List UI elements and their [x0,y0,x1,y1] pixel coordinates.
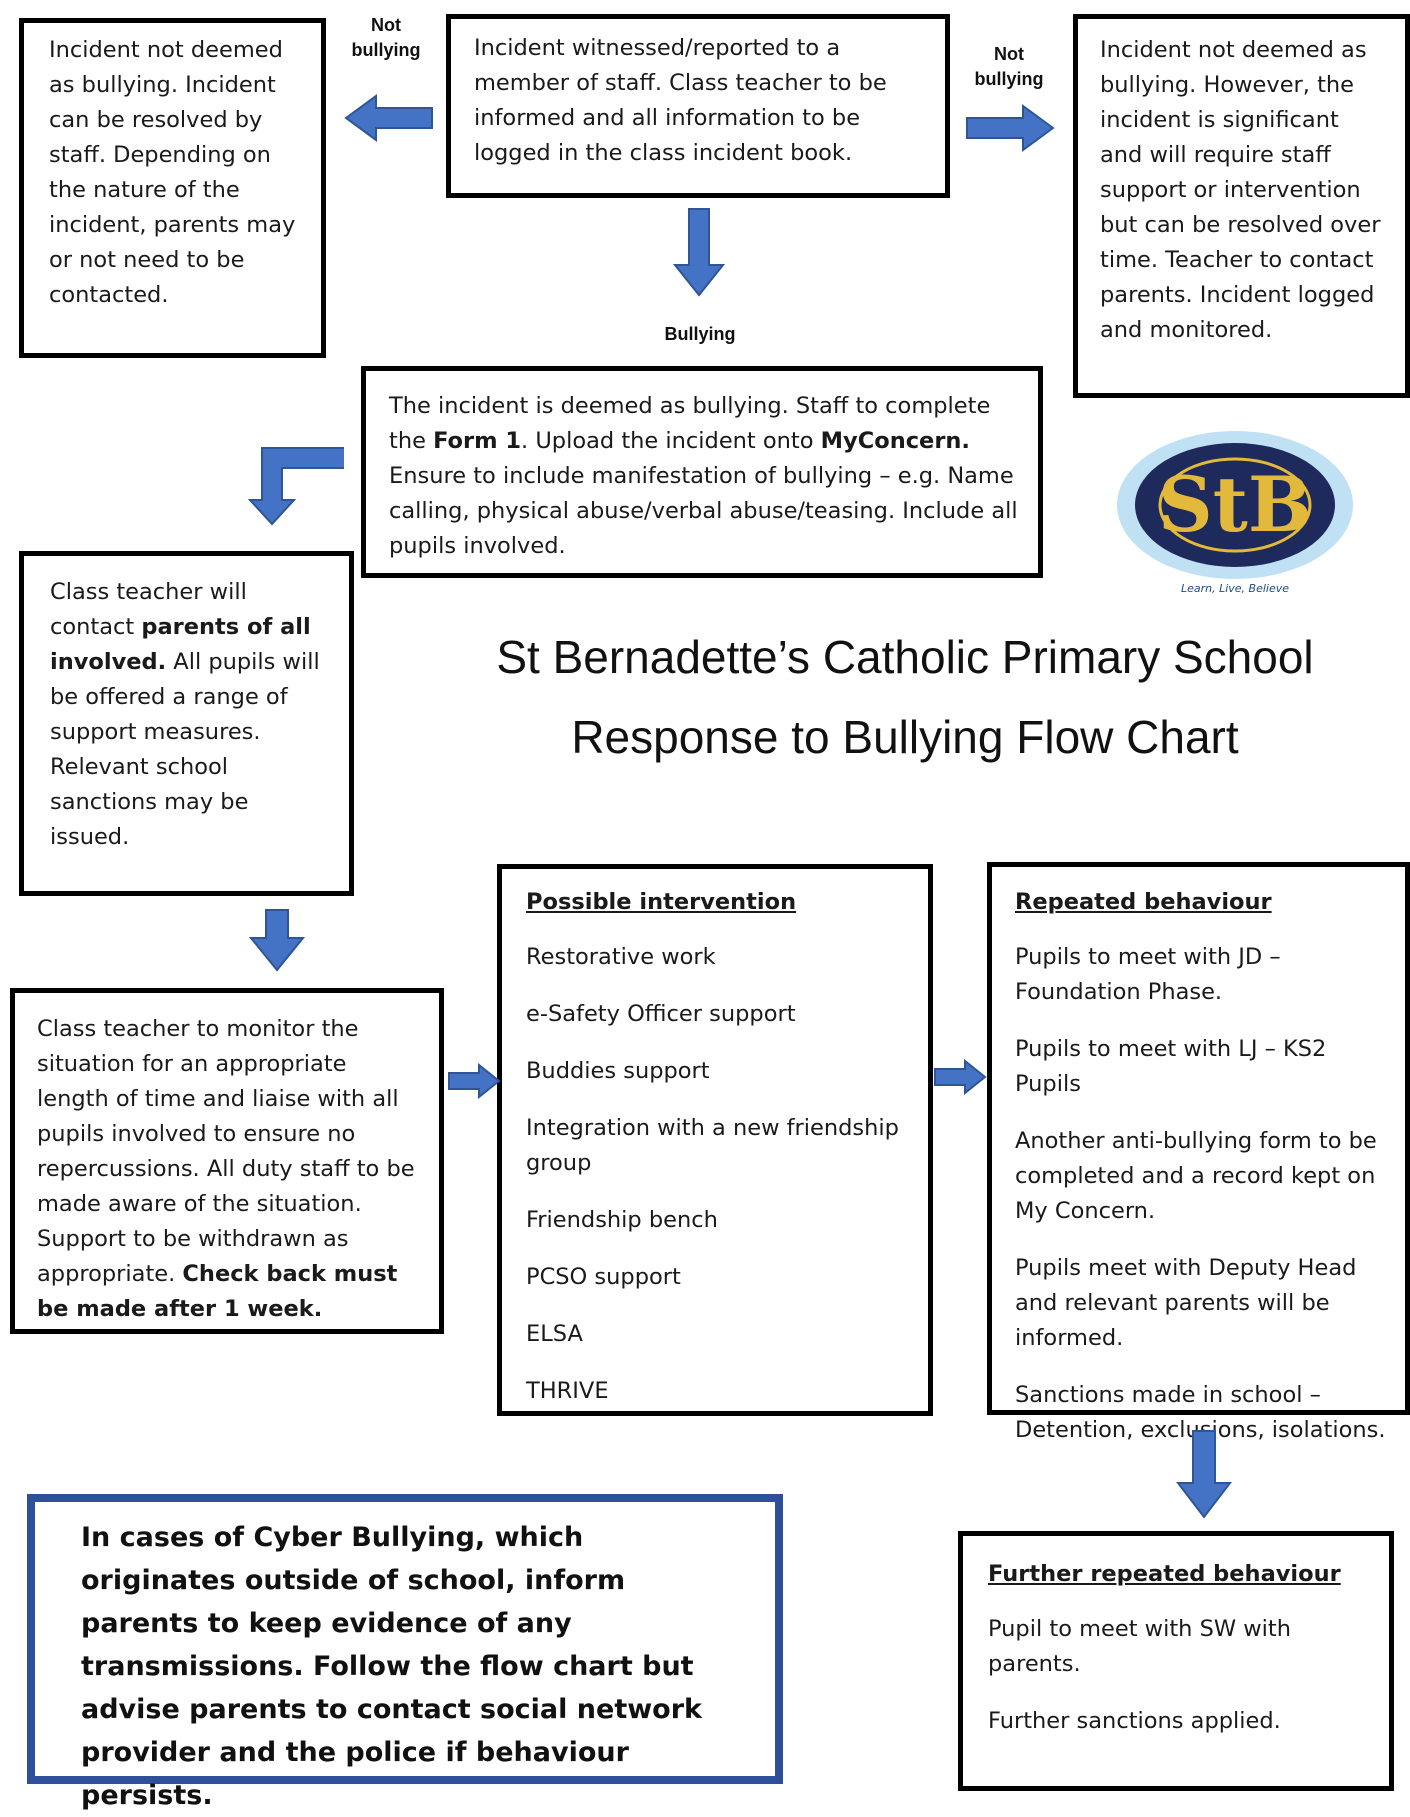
possible-intervention-box: Possible intervention Restorative work e… [497,864,933,1416]
label-not-bullying-right: Not bullying [974,44,1044,89]
intervention-item: Integration with a new friendship group [526,1115,899,1176]
incident-reported-box: Incident witnessed/reported to a member … [446,14,950,198]
school-logo: StB Learn, Live, Believe [1117,431,1353,595]
bullying-confirmed-box: The incident is deemed as bullying. Staf… [361,366,1043,578]
cyber-bullying-note: In cases of Cyber Bullying, which origin… [27,1494,783,1811]
repeated-item: Pupils meet with Deputy Head and relevan… [1015,1255,1357,1351]
repeated-heading: Repeated behaviour [1015,889,1272,915]
intervention-item: e-Safety Officer support [526,1001,796,1027]
label-bullying: Bullying [664,324,736,344]
repeated-item: Sanctions made in school – Detention, ex… [1015,1382,1386,1443]
arrow-right-repeated [934,1059,987,1095]
repeated-item: Another anti-bullying form to be complet… [1015,1128,1377,1224]
logo-letters: StB [1158,460,1312,549]
arrow-down-further [1176,1430,1232,1519]
intervention-item: ELSA [526,1321,583,1347]
intervention-item: PCSO support [526,1264,681,1290]
intervention-item: Restorative work [526,944,716,970]
intervention-item: Buddies support [526,1058,710,1084]
page-subtitle: Response to Bullying Flow Chart [571,711,1239,763]
arrow-down-bullying [673,208,725,297]
logo-motto: Learn, Live, Believe [1181,582,1289,595]
monitor-situation-box: Class teacher to monitor the situation f… [10,988,444,1334]
further-heading: Further repeated behaviour [988,1561,1341,1587]
arrow-right-intervention [448,1063,501,1099]
arrow-right-not-bullying [966,104,1055,152]
further-item: Further sanctions applied. [988,1708,1281,1734]
repeated-behaviour-box: Repeated behaviour Pupils to meet with J… [987,862,1410,1443]
intervention-item: THRIVE [526,1378,609,1404]
not-bullying-significant-box: Incident not deemed as bullying. However… [1073,14,1410,398]
contact-parents-box: Class teacher will contact parents of al… [19,551,354,896]
intervention-heading: Possible intervention [526,889,797,915]
label-not-bullying-left: Not bullying [351,15,421,60]
not-bullying-resolved-box: Incident not deemed as bullying. Inciden… [19,18,326,358]
further-repeated-behaviour-box: Further repeated behaviour Pupil to meet… [958,1531,1394,1791]
further-item: Pupil to meet with SW with parents. [988,1616,1291,1677]
repeated-item: Pupils to meet with JD – Foundation Phas… [1015,944,1281,1005]
page-title: St Bernadette’s Catholic Primary School [496,631,1314,683]
arrow-down-monitor [249,909,305,972]
arrow-left-not-bullying [344,94,433,142]
intervention-item: Friendship bench [526,1207,718,1233]
arrow-bent-to-contact [247,447,344,526]
repeated-item: Pupils to meet with LJ – KS2 Pupils [1015,1036,1327,1097]
